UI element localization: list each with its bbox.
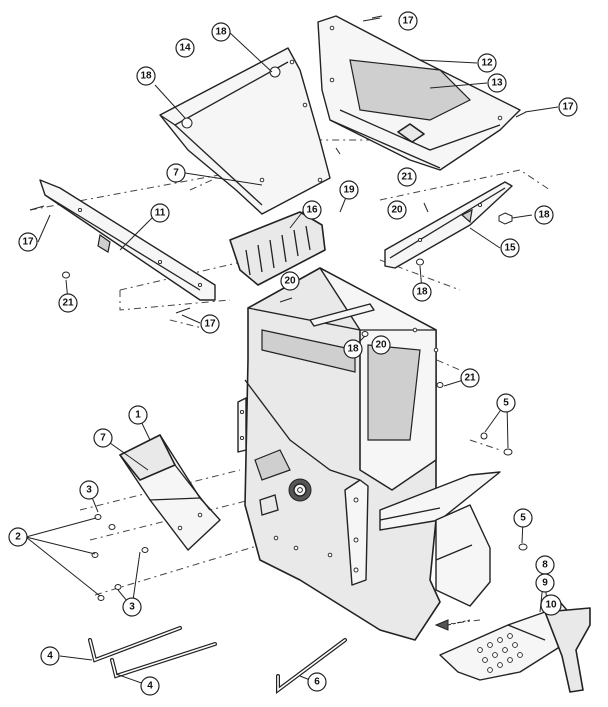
callout-label: 7 — [100, 433, 106, 444]
callout-18-mid: 18 — [412, 282, 432, 302]
callout-label: 15 — [504, 243, 516, 254]
deflector — [229, 211, 326, 286]
callout-label: 12 — [481, 58, 493, 69]
callout-10: 10 — [540, 594, 562, 616]
funnel — [119, 434, 221, 551]
callout-4-upper: 4 — [40, 646, 60, 666]
callout-16: 16 — [302, 200, 322, 220]
callout-8: 8 — [535, 555, 555, 575]
callout-label: 20 — [284, 276, 296, 287]
callout-5-upper: 5 — [496, 393, 516, 413]
upper-cover-panel — [159, 47, 331, 215]
right-rail — [384, 181, 513, 269]
callout-label: 1 — [135, 410, 141, 421]
callout-label: 2 — [15, 532, 21, 543]
callout-20-housing: 20 — [371, 335, 391, 355]
callout-label: 17 — [22, 237, 34, 248]
callout-20-upper: 20 — [387, 200, 407, 220]
callout-label: 20 — [391, 205, 403, 216]
callout-label: 17 — [402, 16, 414, 27]
callout-label: 7 — [173, 168, 179, 179]
callout-17-top-right: 17 — [398, 11, 418, 31]
callout-label: 14 — [179, 43, 191, 54]
callout-7-lower: 7 — [93, 428, 113, 448]
callout-17-right: 17 — [558, 97, 578, 117]
callout-label: 18 — [215, 27, 227, 38]
callout-label: 8 — [542, 560, 548, 571]
callout-21-upper: 21 — [397, 167, 417, 187]
callout-21-housing: 21 — [460, 368, 480, 388]
callout-17-mid: 17 — [200, 314, 220, 334]
hardware — [29, 15, 528, 601]
upper-hood — [317, 15, 521, 171]
callout-label: 20 — [375, 340, 387, 351]
callout-18-top: 18 — [211, 22, 231, 42]
callout-label: 18 — [140, 71, 152, 82]
callout-7-upper: 7 — [166, 163, 186, 183]
callout-label: 11 — [155, 208, 166, 219]
callout-18-left: 18 — [136, 66, 156, 86]
callout-11: 11 — [150, 203, 170, 223]
callout-2: 2 — [8, 527, 28, 547]
rods — [88, 626, 347, 694]
callout-20-mid: 20 — [280, 271, 300, 291]
callout-label: 21 — [401, 172, 413, 183]
callout-label: 18 — [538, 210, 550, 221]
callout-3-lower: 3 — [122, 597, 142, 617]
callout-label: 10 — [545, 600, 557, 611]
callout-12: 12 — [477, 53, 497, 73]
callout-label: 17 — [562, 102, 574, 113]
callout-label: 21 — [62, 298, 74, 309]
callouts: 17 18 14 12 13 17 18 7 21 19 16 11 20 18… — [8, 11, 578, 696]
callout-4-lower: 4 — [140, 676, 160, 696]
callout-14: 14 — [175, 38, 195, 58]
callout-19: 19 — [339, 180, 359, 200]
callout-3-upper: 3 — [79, 480, 99, 500]
callout-21-left: 21 — [58, 293, 78, 313]
callout-18-right: 18 — [534, 205, 554, 225]
callout-label: 5 — [503, 398, 509, 409]
callout-label: 21 — [464, 373, 476, 384]
callout-label: 19 — [343, 185, 355, 196]
callout-9: 9 — [535, 573, 555, 593]
discharge-chute — [434, 601, 591, 693]
callout-15: 15 — [500, 238, 520, 258]
callout-label: 3 — [86, 485, 92, 496]
callout-13: 13 — [487, 73, 507, 93]
callout-18-housing: 18 — [343, 339, 363, 359]
callout-label: 6 — [314, 677, 320, 688]
main-housing — [237, 267, 501, 641]
callout-17-left: 17 — [18, 232, 38, 252]
callout-label: 17 — [204, 319, 216, 330]
left-rail — [39, 179, 216, 301]
callout-label: 16 — [306, 205, 318, 216]
callout-label: 13 — [491, 78, 503, 89]
callout-label: 18 — [416, 287, 428, 298]
callout-5-lower: 5 — [513, 508, 533, 528]
callout-label: 4 — [147, 681, 153, 692]
callout-label: 9 — [542, 578, 548, 589]
callout-1: 1 — [128, 405, 148, 425]
callout-label: 3 — [129, 602, 135, 613]
callout-6: 6 — [307, 672, 327, 692]
callout-label: 18 — [347, 344, 359, 355]
callout-label: 5 — [520, 513, 526, 524]
callout-label: 4 — [47, 651, 53, 662]
